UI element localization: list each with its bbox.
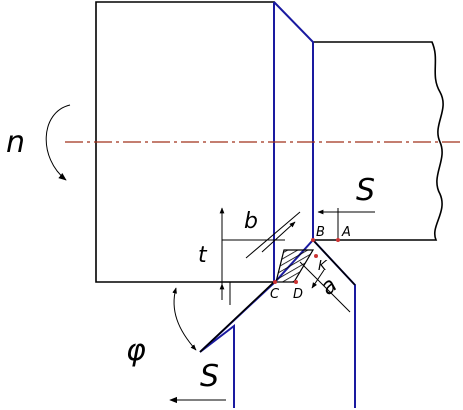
feed-label-right: S [356, 173, 375, 208]
point-k-label: K [318, 259, 328, 274]
width-label: b [244, 209, 258, 234]
cutting-tool [199, 238, 356, 408]
angle-label: φ [126, 333, 146, 368]
cutting-edge [199, 281, 275, 353]
point-b-label: B [316, 225, 325, 240]
angle-arc [172, 287, 197, 351]
thickness-label: a [316, 273, 342, 301]
workpiece-small-section [313, 41, 444, 241]
tool-side-edge [312, 239, 356, 286]
point-a-marker [336, 238, 340, 242]
thickness-arrow [311, 269, 325, 289]
point-c-marker [273, 280, 277, 284]
width-line-2 [261, 221, 296, 253]
point-k-marker [314, 254, 318, 258]
point-d-marker [294, 280, 298, 284]
chip-section [275, 249, 315, 283]
feed-label-bottom: S [200, 359, 219, 394]
point-d-label: D [293, 287, 303, 302]
depth-label: t [198, 243, 208, 268]
rotation-arrow [45, 104, 71, 181]
thickness-line [299, 261, 351, 313]
width-line-1 [245, 211, 301, 259]
rotation-label: n [6, 125, 25, 160]
point-a-label: A [341, 225, 351, 240]
point-c-label: C [270, 287, 280, 302]
point-b-marker [311, 238, 315, 242]
machined-surface [273, 1, 314, 240]
